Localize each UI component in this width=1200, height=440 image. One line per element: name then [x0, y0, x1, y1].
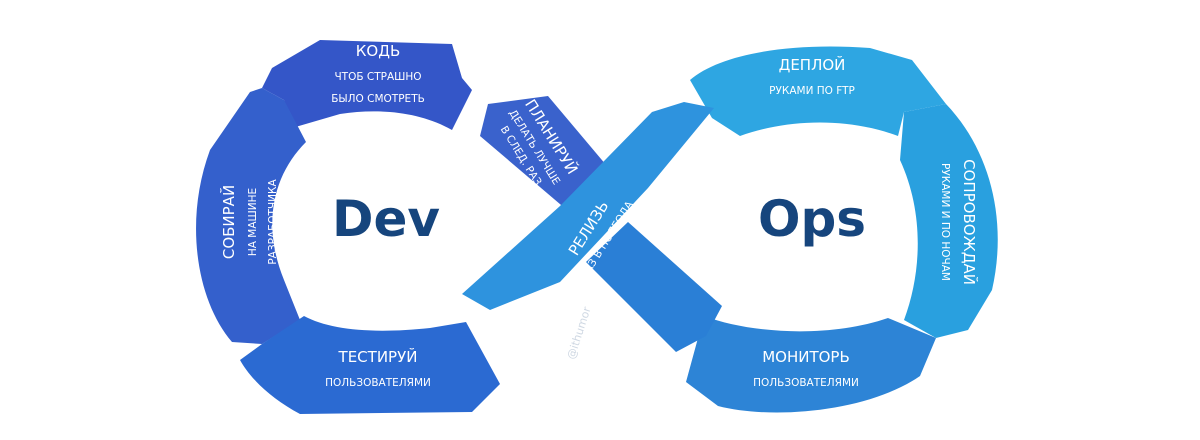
- deploy-label-group: ДЕПЛОЙ РУКАМИ ПО FTP: [769, 55, 855, 97]
- segment-cross-lower: [586, 222, 722, 352]
- segment-operate: [900, 104, 998, 338]
- monitor-label-group: МОНИТОРЬ ПОЛЬЗОВАТЕЛЯМИ: [753, 348, 859, 389]
- dev-label: Dev: [332, 190, 440, 248]
- monitor-sub1: ПОЛЬЗОВАТЕЛЯМИ: [753, 377, 859, 389]
- operate-label-group: СОПРОВОЖДАЙ РУКАМИ И ПО НОЧАМ: [939, 159, 979, 285]
- deploy-title: ДЕПЛОЙ: [779, 55, 846, 74]
- segment-build: [196, 88, 306, 344]
- segment-monitor: [686, 316, 936, 413]
- ops-label: Ops: [758, 190, 866, 248]
- segment-code: [262, 40, 472, 130]
- segment-deploy: [690, 46, 946, 137]
- build-label-group: СОБИРАЙ НА МАШИНЕ РАЗРАБОТЧИКА: [219, 179, 279, 265]
- build-sub2: РАЗРАБОТЧИКА: [267, 179, 279, 265]
- watermark-text: @ithumor: [564, 305, 593, 361]
- operate-title: СОПРОВОЖДАЙ: [960, 159, 979, 285]
- monitor-title: МОНИТОРЬ: [762, 348, 850, 366]
- code-label-group: КОДЬ ЧТОБ СТРАШНО БЫЛО СМОТРЕТЬ: [331, 42, 425, 105]
- test-sub1: ПОЛЬЗОВАТЕЛЯМИ: [325, 377, 431, 389]
- test-label-group: ТЕСТИРУЙ ПОЛЬЗОВАТЕЛЯМИ: [325, 347, 431, 389]
- test-title: ТЕСТИРУЙ: [338, 347, 418, 366]
- deploy-sub1: РУКАМИ ПО FTP: [769, 85, 855, 97]
- code-sub1: ЧТОБ СТРАШНО: [334, 71, 421, 83]
- segment-plan: [480, 96, 612, 216]
- segment-release: [462, 102, 714, 310]
- code-title: КОДЬ: [356, 42, 400, 60]
- code-sub2: БЫЛО СМОТРЕТЬ: [331, 93, 425, 105]
- operate-sub1: РУКАМИ И ПО НОЧАМ: [939, 163, 951, 281]
- build-title: СОБИРАЙ: [219, 185, 238, 259]
- build-sub1: НА МАШИНЕ: [247, 188, 259, 256]
- segment-test: [240, 316, 500, 414]
